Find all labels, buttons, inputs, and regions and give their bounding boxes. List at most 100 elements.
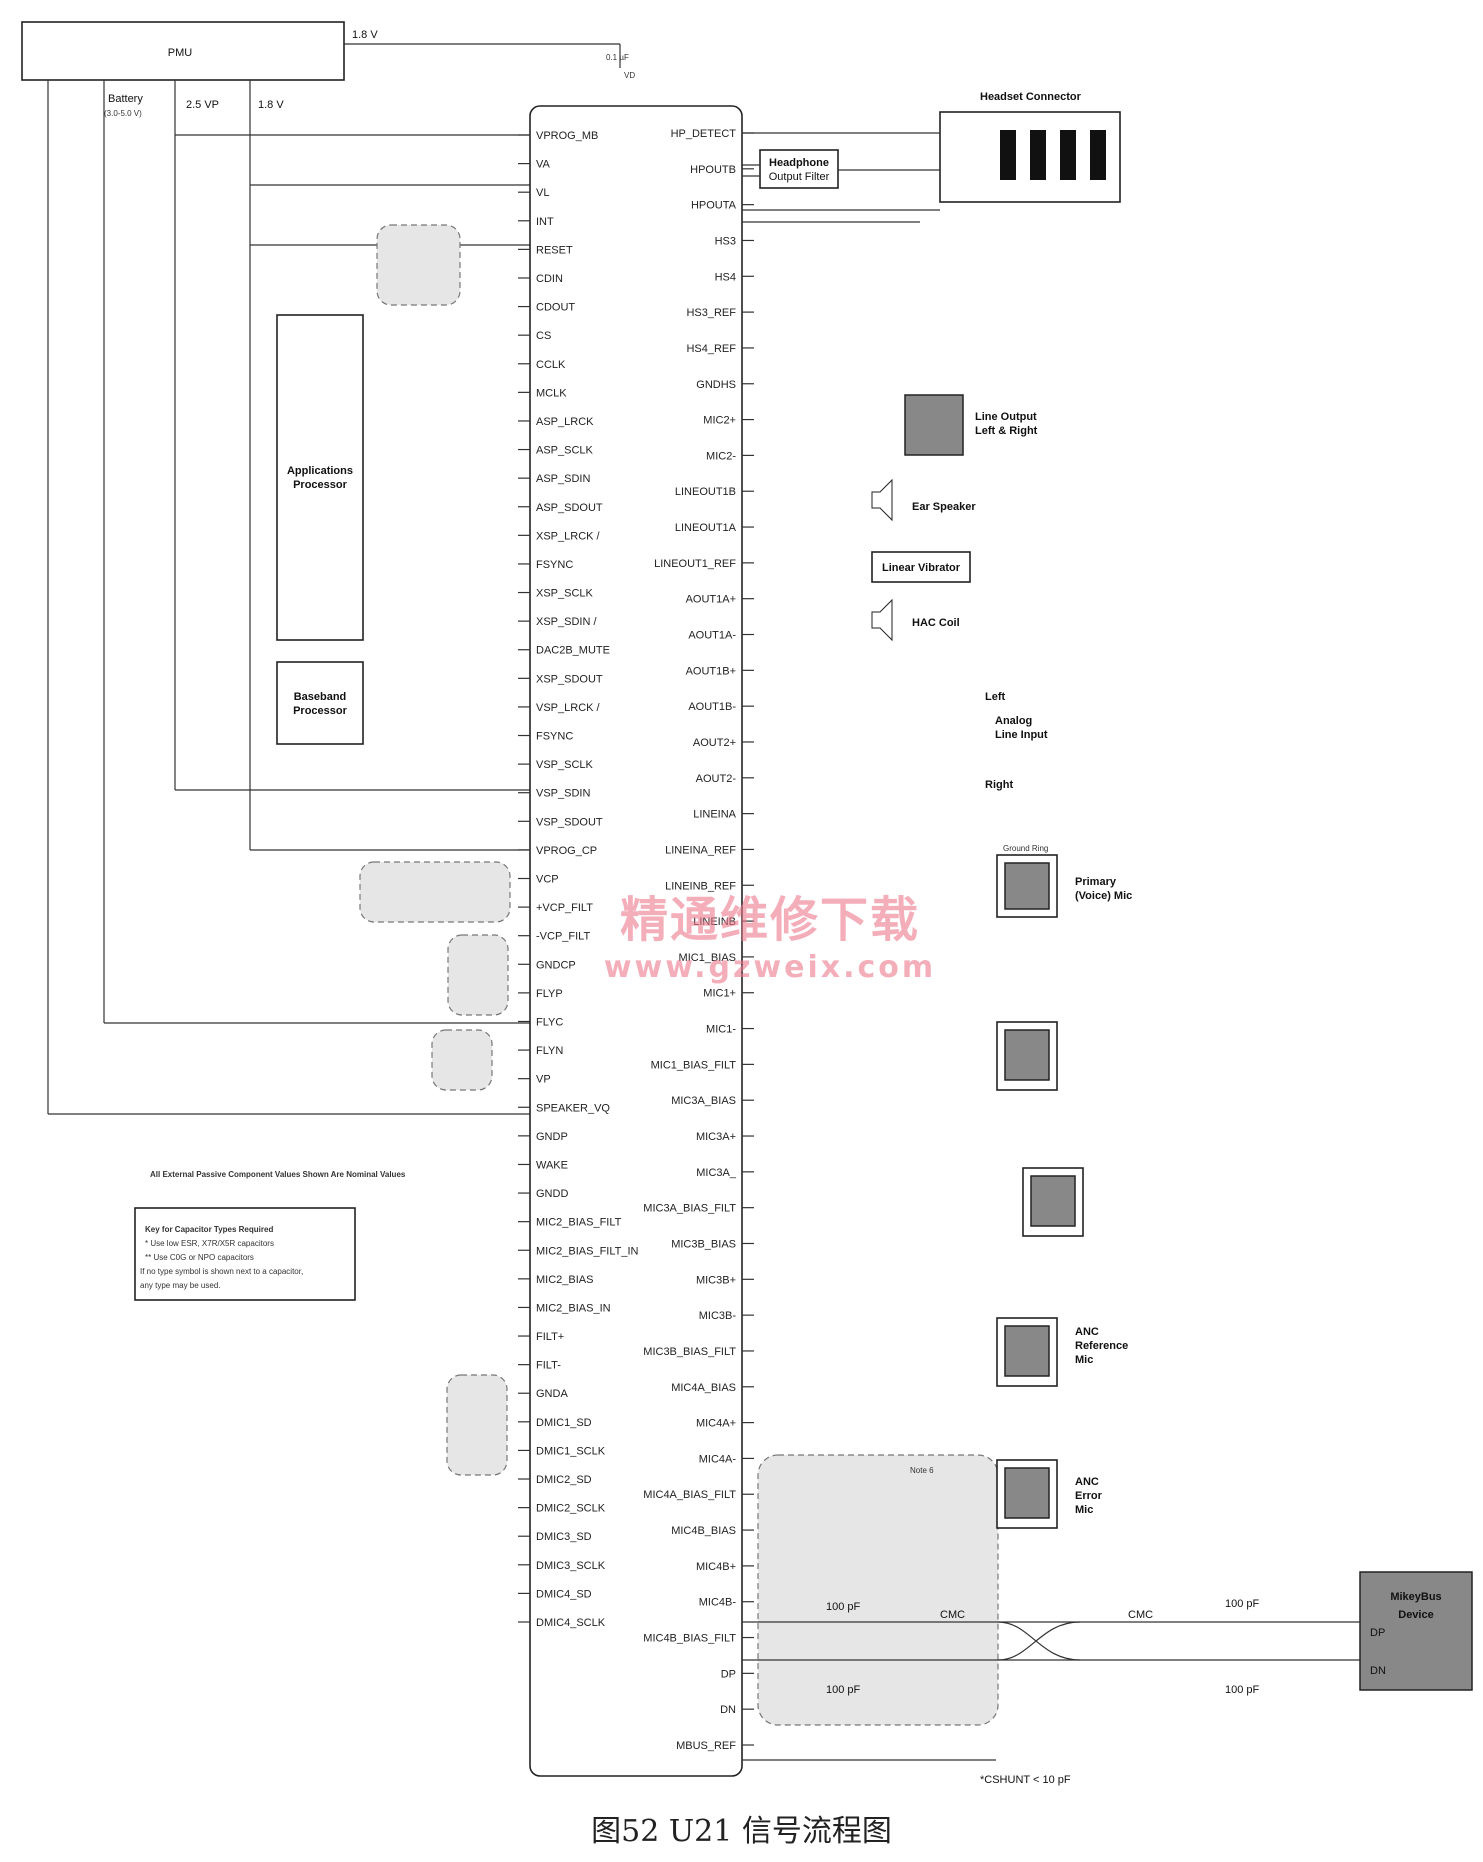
right-pin-group: HP_DETECTHPOUTBHPOUTAHS3HS4HS3_REFHS4_RE… bbox=[643, 128, 754, 1752]
pin-label: +VCP_FILT bbox=[536, 902, 593, 914]
pin-label: MCLK bbox=[536, 387, 567, 399]
pmu-label: PMU bbox=[168, 47, 193, 59]
pin-label: VL bbox=[536, 187, 549, 199]
bus-dn: DN bbox=[1370, 1665, 1386, 1677]
pin-label: MIC1- bbox=[706, 1024, 736, 1036]
pin-label: VSP_SDIN bbox=[536, 788, 590, 800]
vp-label: 2.5 VP bbox=[186, 99, 219, 111]
pin-label: LINEINB bbox=[693, 916, 736, 928]
pin-label: GNDD bbox=[536, 1188, 568, 1200]
pin-label: AOUT1A+ bbox=[686, 594, 736, 606]
pin-label: MIC3A_ bbox=[696, 1167, 737, 1179]
pin-label: DP bbox=[721, 1668, 736, 1680]
pmu-rail-top: 1.8 V bbox=[352, 29, 378, 41]
hac-coil-icon bbox=[871, 598, 893, 642]
pin-label: MIC1_BIAS bbox=[679, 952, 736, 964]
pin-label: VSP_SCLK bbox=[536, 759, 594, 771]
pin-label: LINEINA bbox=[693, 809, 736, 821]
bus-cap3: 100 pF bbox=[1225, 1598, 1260, 1610]
primary-mic-line1: Primary bbox=[1075, 876, 1117, 888]
pin-label: VPROG_MB bbox=[536, 130, 598, 142]
mikeybus-line1: MikeyBus bbox=[1390, 1591, 1441, 1603]
pin-label: MIC4A_BIAS_FILT bbox=[643, 1489, 736, 1501]
pin-label: DMIC2_SCLK bbox=[536, 1503, 606, 1515]
key-title: Key for Capacitor Types Required bbox=[145, 1225, 273, 1234]
analog-right: Right bbox=[985, 779, 1013, 791]
pin-label: GNDCP bbox=[536, 959, 576, 971]
primary-mic-line2: (Voice) Mic bbox=[1075, 890, 1132, 902]
pin-label: FILT+ bbox=[536, 1331, 564, 1343]
anc-ref-line1: ANC bbox=[1075, 1326, 1099, 1338]
applications-processor bbox=[276, 314, 364, 641]
pmu-box bbox=[21, 21, 345, 81]
pin-label: HS3_REF bbox=[686, 307, 736, 319]
pin-label: FILT- bbox=[536, 1360, 561, 1372]
pin-label: MIC4B_BIAS_FILT bbox=[643, 1633, 736, 1645]
left-pin-group: VPROG_MBVAVLINTRESETCDINCDOUTCSCCLKMCLKA… bbox=[518, 130, 639, 1629]
pin-label: CDIN bbox=[536, 273, 563, 285]
pin-label: CDOUT bbox=[536, 302, 575, 314]
pin-label: MIC4A_BIAS bbox=[671, 1382, 736, 1394]
pin-label: MIC2_BIAS_IN bbox=[536, 1302, 611, 1314]
battery-range: (3.0-5.0 V) bbox=[104, 109, 142, 118]
pin-label: ASP_LRCK bbox=[536, 416, 594, 428]
pin-label: MIC2+ bbox=[703, 415, 736, 427]
mikeybus-line2: Device bbox=[1398, 1609, 1433, 1621]
pin-label: XSP_SCLK bbox=[536, 588, 594, 600]
pin-label: FSYNC bbox=[536, 731, 573, 743]
u21-chip bbox=[529, 105, 743, 1777]
bus-cmc2: CMC bbox=[1128, 1609, 1153, 1621]
pin-label: MIC3B- bbox=[699, 1310, 737, 1322]
pin-label: LINEINA_REF bbox=[665, 844, 736, 856]
pin-label: MIC3B_BIAS bbox=[671, 1238, 736, 1250]
pin-label: CS bbox=[536, 330, 551, 342]
pin-label: MIC4A+ bbox=[696, 1418, 736, 1430]
battery-label: Battery bbox=[108, 93, 143, 105]
pin-label: MIC2_BIAS bbox=[536, 1274, 593, 1286]
pin-label: VA bbox=[536, 159, 551, 171]
pin-label: GNDA bbox=[536, 1388, 568, 1400]
pin-label: DMIC3_SCLK bbox=[536, 1560, 606, 1572]
pmu-vd: VD bbox=[624, 71, 635, 80]
hac-coil-label: HAC Coil bbox=[912, 617, 960, 629]
pin-label: GNDHS bbox=[696, 379, 736, 391]
pin-label: DMIC4_SCLK bbox=[536, 1617, 606, 1629]
bus-note: Note 6 bbox=[910, 1466, 934, 1475]
pin-label: LINEINB_REF bbox=[665, 880, 736, 892]
pin-label: AOUT1B- bbox=[688, 701, 736, 713]
bus-cap1: 100 pF bbox=[826, 1601, 861, 1613]
pin-label: MIC2- bbox=[706, 450, 736, 462]
pin-label: AOUT2+ bbox=[693, 737, 736, 749]
pin-label: MIC2_BIAS_FILT bbox=[536, 1217, 622, 1229]
pin-label: HPOUTB bbox=[690, 164, 736, 176]
pin-label: DMIC2_SD bbox=[536, 1474, 592, 1486]
pin-label: HP_DETECT bbox=[671, 128, 737, 140]
pin-label: RESET bbox=[536, 244, 573, 256]
pin-label: VP bbox=[536, 1074, 551, 1086]
pin-label: DMIC4_SD bbox=[536, 1588, 592, 1600]
bp-line1: Baseband bbox=[294, 691, 347, 703]
pin-label: MIC3A_BIAS_FILT bbox=[643, 1203, 736, 1215]
analog-left: Left bbox=[985, 691, 1006, 703]
pin-label: MIC1_BIAS_FILT bbox=[651, 1059, 737, 1071]
pin-label: MBUS_REF bbox=[676, 1740, 736, 1752]
twisted-pair bbox=[997, 1621, 1081, 1661]
pin-label: HS4_REF bbox=[686, 343, 736, 355]
anc-ref-line3: Mic bbox=[1075, 1354, 1093, 1366]
pin-label: ASP_SCLK bbox=[536, 445, 594, 457]
pin-label: DAC2B_MUTE bbox=[536, 645, 610, 657]
ear-speaker-icon bbox=[871, 478, 893, 522]
anc-err-line2: Error bbox=[1075, 1490, 1103, 1502]
pin-label: LINEOUT1B bbox=[675, 486, 736, 498]
pin-label: ASP_SDOUT bbox=[536, 502, 603, 514]
pin-label: SPEAKER_VQ bbox=[536, 1102, 610, 1114]
anc-err-line1: ANC bbox=[1075, 1476, 1099, 1488]
line-output-label: Line Output bbox=[975, 411, 1037, 423]
key-line4: any type may be used. bbox=[140, 1281, 221, 1290]
pin-label: MIC3A+ bbox=[696, 1131, 736, 1143]
pin-label: MIC4A- bbox=[699, 1453, 737, 1465]
pin-label: MIC3A_BIAS bbox=[671, 1095, 736, 1107]
pin-label: CCLK bbox=[536, 359, 566, 371]
pin-label: MIC3B+ bbox=[696, 1274, 736, 1286]
bus-cmc1: CMC bbox=[940, 1609, 965, 1621]
